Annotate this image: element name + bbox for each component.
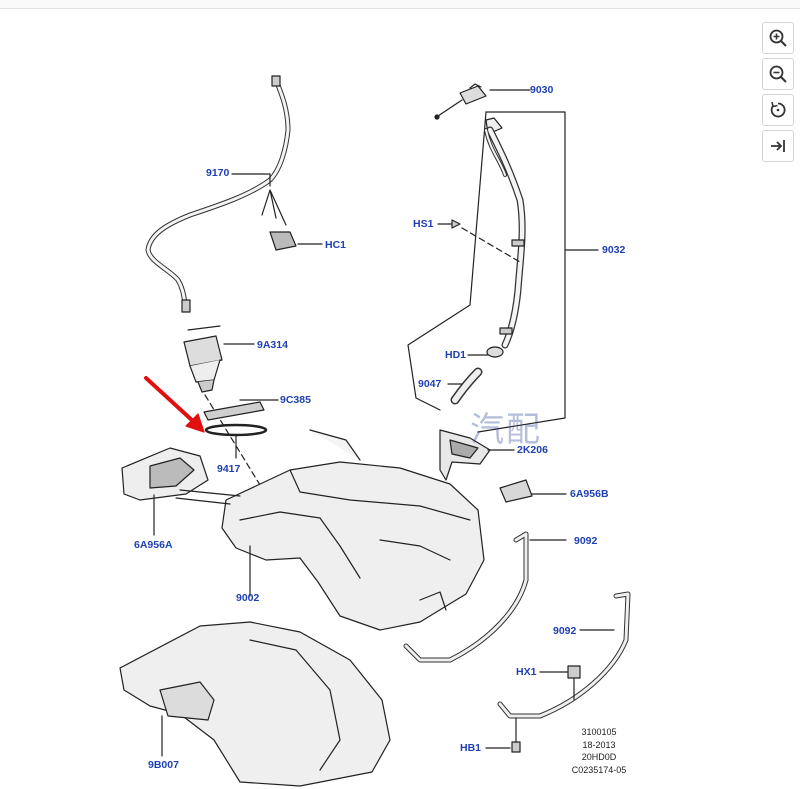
callout-hx1[interactable]: HX1	[516, 666, 537, 678]
callout-hd1[interactable]: HD1	[445, 349, 467, 361]
rotate-icon	[770, 101, 786, 118]
fit-to-screen-button[interactable]	[762, 130, 794, 162]
watermark-text: 汽配	[470, 410, 542, 450]
ring-9417	[204, 423, 268, 459]
fuel-cap	[434, 83, 487, 120]
top-bar	[0, 0, 800, 9]
bolt-hx1	[539, 665, 581, 701]
heat-shield-6a956b	[499, 479, 567, 503]
hose-9047	[447, 367, 483, 405]
stamp-line: 20HD0D	[581, 752, 617, 762]
highlight-arrow	[144, 376, 205, 433]
callout-9047[interactable]: 9047	[418, 378, 442, 390]
callout-9b007[interactable]: 9B007	[148, 759, 179, 771]
connector-hc1	[269, 231, 323, 251]
callout-9092-front[interactable]: 9092	[574, 535, 598, 547]
callout-hs1[interactable]: HS1	[413, 218, 434, 230]
strap-9092-front	[403, 531, 567, 663]
callout-9a314[interactable]: 9A314	[257, 339, 288, 351]
callout-hb1[interactable]: HB1	[460, 742, 482, 754]
seal-9c385	[203, 399, 279, 421]
callout-9092-rear[interactable]: 9092	[553, 625, 577, 637]
bracket-2k206	[439, 429, 515, 481]
filler-neck-tube	[484, 117, 526, 349]
callout-9417[interactable]: 9417	[217, 463, 241, 475]
filler-neck-bracket	[407, 89, 599, 433]
viewer-toolbar	[762, 22, 796, 162]
callout-hc1[interactable]: HC1	[325, 239, 347, 251]
zoom-out-button[interactable]	[762, 58, 794, 90]
clamp-hd1	[467, 346, 504, 358]
underbody-shield-9b007	[119, 621, 391, 787]
fit-to-screen-icon	[771, 140, 785, 152]
zoom-out-icon	[769, 65, 787, 83]
rotate-button[interactable]	[762, 94, 794, 126]
stamp-line: 18-2013	[582, 739, 616, 750]
strap-9092-rear	[497, 591, 631, 719]
callout-9032[interactable]: 9032	[602, 244, 626, 256]
heat-shield-6a956a	[121, 447, 209, 536]
zoom-in-button[interactable]	[762, 22, 794, 54]
bolt-hb1	[485, 717, 521, 753]
stamp-line: C0235174-05	[571, 764, 627, 775]
callout-6a956a[interactable]: 6A956A	[134, 539, 173, 551]
callout-9c385[interactable]: 9C385	[280, 394, 311, 406]
zoom-in-icon	[769, 29, 787, 47]
fuel-tank-9002	[175, 429, 485, 631]
drawing-stamp: 3100105 18-2013 20HD0D C0235174-05	[559, 726, 639, 776]
fuel-pump-9a314	[183, 325, 261, 486]
callout-9170[interactable]: 9170	[206, 167, 230, 179]
stamp-line: 3100105	[581, 727, 617, 737]
callout-9030[interactable]: 9030	[530, 84, 554, 96]
vapor-line-9170	[145, 75, 291, 313]
callout-6a956b[interactable]: 6A956B	[570, 488, 609, 500]
callout-9002[interactable]: 9002	[236, 592, 260, 604]
callout-2k206[interactable]: 2K206	[517, 444, 548, 456]
screw-hs1	[437, 219, 521, 263]
